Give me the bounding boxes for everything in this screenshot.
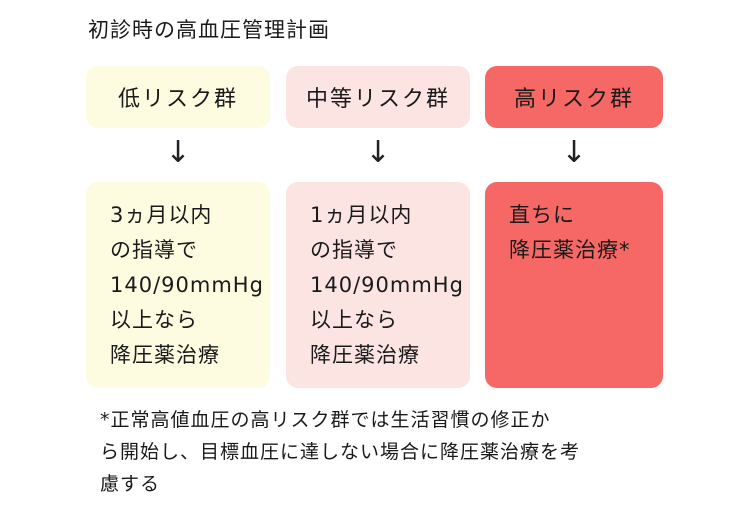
footnote-line: ら開始し、目標血圧に達しない場合に降圧薬治療を考	[100, 441, 581, 463]
risk-group-moderate: 中等リスク群	[286, 66, 470, 128]
plan-box-high: 直ちに 降圧薬治療*	[485, 182, 663, 388]
diagram-title: 初診時の高血圧管理計画	[88, 18, 330, 42]
risk-group-low: 低リスク群	[86, 66, 270, 128]
footnote: *正常高値血圧の高リスク群では生活習慣の修正か ら開始し、目標血圧に達しない場合…	[100, 404, 660, 500]
footnote-line: 慮する	[100, 473, 161, 495]
plan-line: 3ヵ月以内	[110, 203, 213, 227]
plan-line: 140/90mmHg	[310, 273, 464, 297]
plan-line: 直ちに	[509, 203, 575, 227]
risk-group-high: 高リスク群	[485, 66, 663, 128]
risk-group-high-label: 高リスク群	[513, 87, 634, 112]
plan-line: 降圧薬治療	[310, 343, 420, 367]
plan-line: 140/90mmHg	[110, 273, 264, 297]
plan-line: 降圧薬治療*	[509, 238, 631, 262]
footnote-line: *正常高値血圧の高リスク群では生活習慣の修正か	[100, 409, 551, 431]
plan-box-low: 3ヵ月以内 の指導で 140/90mmHg 以上なら 降圧薬治療	[86, 182, 270, 388]
plan-line: の指導で	[310, 238, 398, 262]
plan-line: 以上なら	[310, 308, 398, 332]
plan-line: の指導で	[110, 238, 198, 262]
down-arrow-icon: ↓	[561, 135, 587, 170]
risk-group-low-label: 低リスク群	[117, 87, 238, 112]
risk-group-moderate-label: 中等リスク群	[305, 87, 450, 112]
plan-line: 降圧薬治療	[110, 343, 220, 367]
down-arrow-icon: ↓	[365, 135, 391, 170]
plan-line: 以上なら	[110, 308, 198, 332]
plan-box-moderate: 1ヵ月以内 の指導で 140/90mmHg 以上なら 降圧薬治療	[286, 182, 470, 388]
down-arrow-icon: ↓	[165, 135, 191, 170]
plan-line: 1ヵ月以内	[310, 203, 413, 227]
